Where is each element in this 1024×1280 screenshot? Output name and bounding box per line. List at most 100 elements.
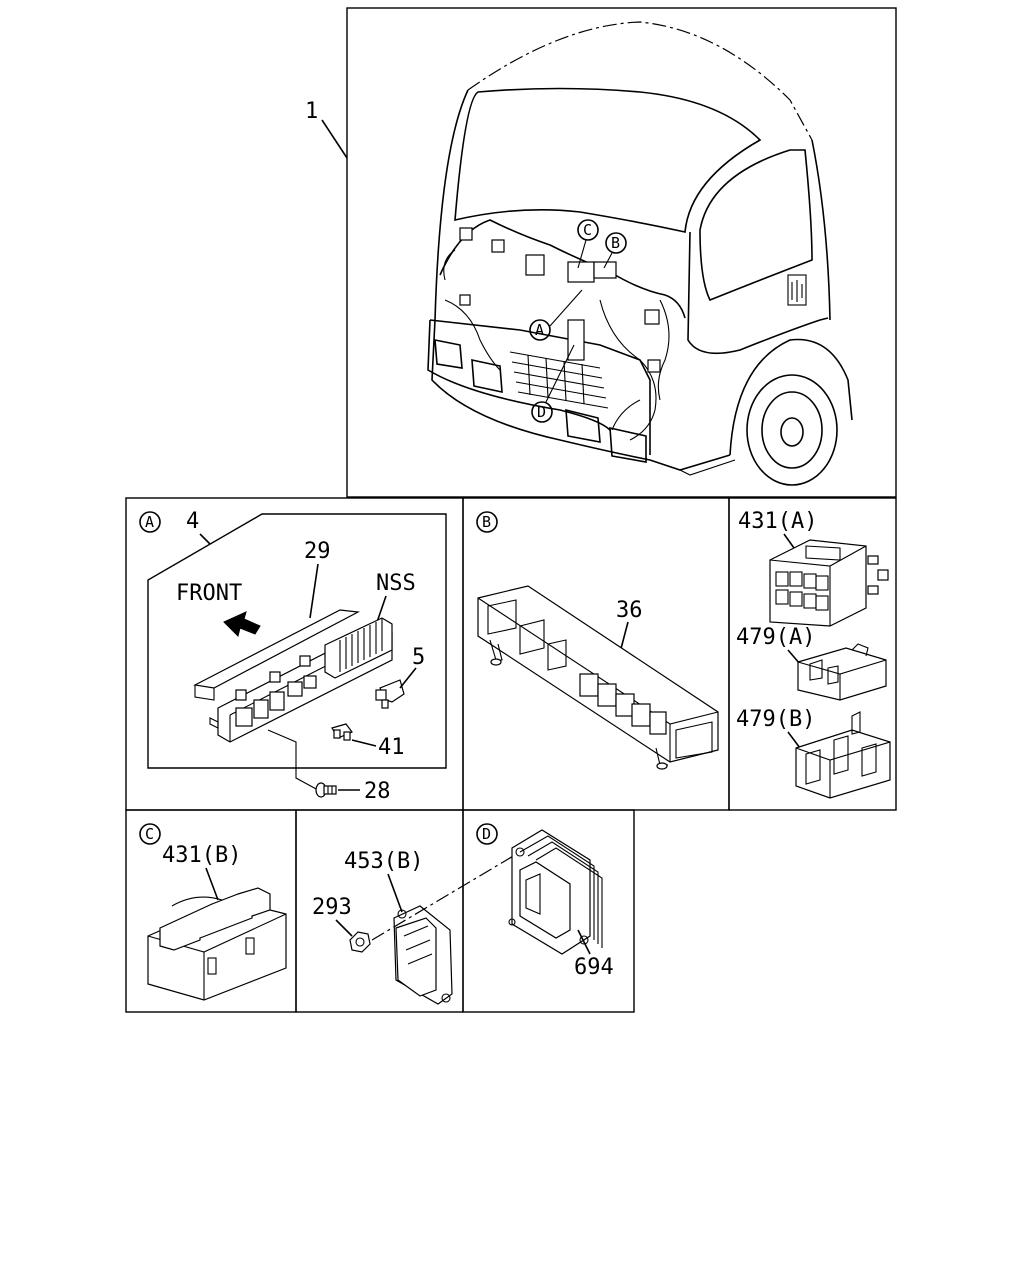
harness-connector-6 xyxy=(459,227,473,241)
panel-c-marker-label: C xyxy=(145,825,154,843)
callout-431a: 431(A) xyxy=(738,509,817,534)
callout-1: 1 xyxy=(305,99,318,124)
part-479b-connector xyxy=(795,711,891,799)
callout-29: 29 xyxy=(304,539,331,564)
headlight-left-outer xyxy=(434,339,463,369)
harness-branch-right xyxy=(599,299,657,441)
cab-panel-frame xyxy=(346,7,897,498)
panel-a-marker-label: A xyxy=(145,513,154,531)
panel-a: A 4 29 FRONT NSS xyxy=(125,497,464,811)
callout-479b: 479(B) xyxy=(736,707,815,732)
bracket-window-3 xyxy=(547,639,567,671)
panel-ecu-cover: 453(B) 293 xyxy=(295,809,521,1013)
harness-connector-4 xyxy=(567,319,585,361)
harness-connector-5 xyxy=(644,309,660,325)
leader-29 xyxy=(309,563,319,619)
harness-branch-right-drop xyxy=(657,299,670,401)
panel-b-marker: B xyxy=(476,511,498,533)
harness-connector-2 xyxy=(567,261,595,283)
marker-a-label: A xyxy=(535,321,544,339)
panel-c-marker: C xyxy=(139,823,161,845)
callout-5: 5 xyxy=(412,645,425,670)
marker-b-label: B xyxy=(611,234,620,252)
harness-branch-right-lower xyxy=(611,399,641,431)
fuse-3 xyxy=(235,689,247,701)
door-handle xyxy=(787,274,807,306)
bracket-edges xyxy=(477,597,719,762)
relay-5 xyxy=(303,675,317,689)
front-panel xyxy=(429,319,651,455)
leader-28-path xyxy=(267,729,319,791)
grille-slats xyxy=(509,351,609,409)
bracket-foot-right-hole xyxy=(656,762,668,770)
leader-4 xyxy=(199,533,211,545)
panel-b-marker-label: B xyxy=(482,513,491,531)
panel-d-marker-label: D xyxy=(482,825,491,843)
side-window xyxy=(699,149,813,302)
bracket-rail xyxy=(193,609,361,689)
marker-d-label: D xyxy=(537,403,546,421)
callout-453b: 453(B) xyxy=(344,849,423,874)
panel-connectors: 431(A) 479(A) 479(B) xyxy=(728,497,897,811)
wheel-rim xyxy=(761,391,823,469)
callout-nss: NSS xyxy=(376,571,416,596)
relay-3 xyxy=(269,691,285,711)
harness-branch-left xyxy=(444,299,501,371)
bracket-window-end xyxy=(675,721,713,759)
relay-box-assembly xyxy=(193,609,393,743)
fuse-1 xyxy=(299,655,311,667)
truck-cab-drawing xyxy=(427,21,853,486)
front-arrow-icon xyxy=(223,611,261,637)
panel-a-marker: A xyxy=(139,511,161,533)
headlight-right-inner xyxy=(565,408,601,443)
callout-4: 4 xyxy=(186,509,199,534)
wheel-outer xyxy=(746,374,838,486)
front-label: FRONT xyxy=(176,581,242,606)
part-479a-connector xyxy=(797,643,887,701)
panel-b: B 36 xyxy=(462,497,730,811)
cab-body xyxy=(431,89,731,471)
door-handle-grip xyxy=(791,280,803,302)
leader-293 xyxy=(335,919,353,937)
bracket-rail-side xyxy=(194,685,215,701)
harness-connector-8 xyxy=(647,359,661,373)
callout-41: 41 xyxy=(378,735,405,760)
marker-a-cab: A xyxy=(529,289,583,341)
leader-694 xyxy=(577,929,591,955)
cab-rear-edge xyxy=(811,139,831,321)
leader-431a xyxy=(783,533,795,549)
marker-c-label: C xyxy=(583,221,592,239)
bracket-foot-left-hole xyxy=(490,658,502,666)
nss-ribs xyxy=(339,619,383,672)
callout-28: 28 xyxy=(364,779,391,804)
panel-connectors-frame xyxy=(728,497,897,811)
callout-694: 694 xyxy=(574,955,614,980)
harness-connector-9 xyxy=(459,294,471,306)
assembly-dash-line xyxy=(371,851,521,941)
panel-d: D 694 xyxy=(462,809,635,1013)
bracket-window-1 xyxy=(487,599,517,635)
harness-branch-left-up xyxy=(443,249,456,281)
relay-4 xyxy=(287,681,303,697)
callout-293: 293 xyxy=(312,895,352,920)
b-relay-2 xyxy=(597,683,617,707)
b-relay-3 xyxy=(615,693,635,717)
harness-connector-3 xyxy=(593,261,617,279)
relay-2 xyxy=(253,699,269,719)
harness-connector-7 xyxy=(491,239,505,253)
part-293-nut xyxy=(349,931,371,953)
part-36-relay-bracket xyxy=(477,585,719,770)
b-relay-4 xyxy=(631,703,651,727)
bracket-window-2 xyxy=(519,619,545,655)
step xyxy=(679,459,736,476)
bumper-top xyxy=(427,319,611,431)
windshield xyxy=(454,87,762,233)
grille-verticals xyxy=(527,354,585,405)
part-431b-connector xyxy=(147,887,287,1001)
wire-harness xyxy=(439,219,686,441)
headlight-left-inner xyxy=(471,358,503,394)
panel-d-marker: D xyxy=(476,823,498,845)
callout-479a: 479(A) xyxy=(736,625,815,650)
marker-c-cab: C xyxy=(577,219,599,269)
